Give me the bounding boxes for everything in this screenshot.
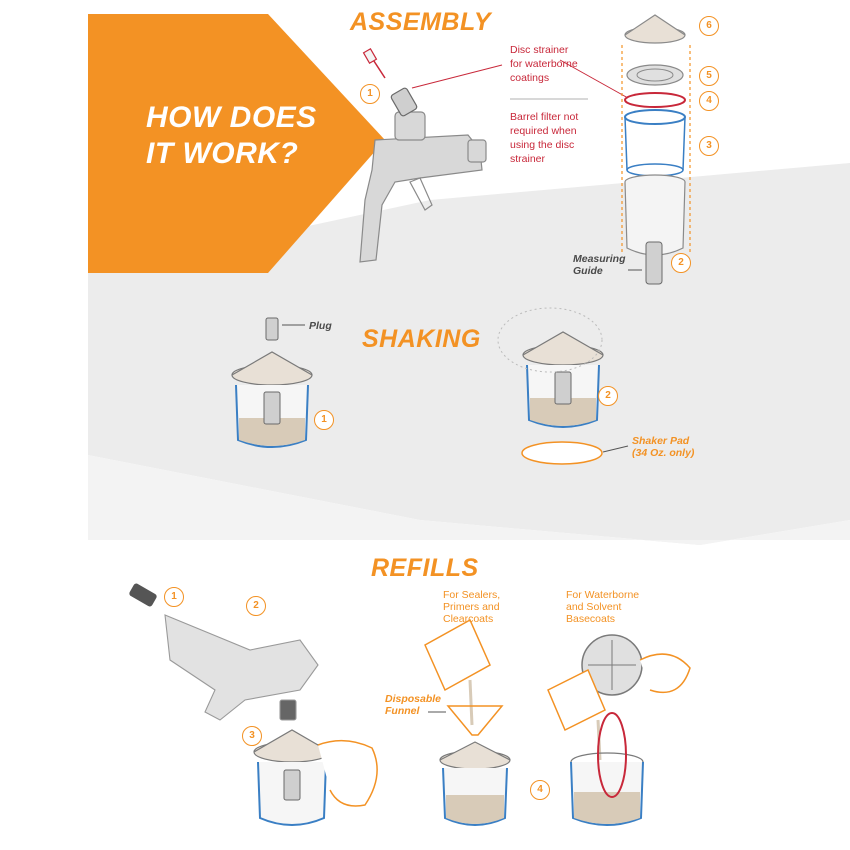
red-pointer-line [411,64,503,89]
shaking-cup-1 [231,351,313,448]
label-sealers: For Sealers, Primers and Clearcoats [443,589,500,625]
assembly-step-2-badge: 2 [671,253,691,273]
refill-nozzle [129,583,157,607]
note-barrel-line-2: required when [510,125,577,137]
waterborne-line-3: Basecoats [566,613,616,625]
section-title-assembly: ASSEMBLY [350,8,492,36]
assembly-step-4-badge: 4 [699,91,719,111]
assembly-step-5-badge: 5 [699,66,719,86]
assembly-step-1-badge: 1 [360,84,380,104]
measuring-line-2: Guide [573,265,603,277]
shaking-plug [265,317,305,341]
note-disc-line-2: for waterborne [510,58,578,70]
hero-title-line-2: IT WORK? [146,137,299,170]
red-pointer-line-2 [559,59,629,99]
section-title-refills: REFILLS [371,554,479,582]
assembly-hard-cup [624,174,686,256]
waterborne-line-2: and Solvent [566,601,622,613]
assembly-blue-liner [624,109,686,177]
assembly-lid [624,14,686,44]
sealers-line-3: Clearcoats [443,613,494,625]
label-waterborne: For Waterborne and Solvent Basecoats [566,589,639,625]
note-barrel-line-4: strainer [510,153,546,165]
adapter-illustration [362,47,418,117]
refill-cup-3 [570,712,644,826]
refills-step-3-badge: 3 [242,726,262,746]
refills-step-1-badge: 1 [164,587,184,607]
assembly-disc-strainer [626,64,684,86]
disposable-funnel [428,705,504,736]
note-disc-line-3: coatings [510,72,550,84]
hero-title-line-1: HOW DOES [146,101,317,134]
refill-pour-can-1 [424,618,491,726]
shaker-pad-line-1: Shaker Pad [632,435,690,447]
refill-gun-illustration [164,614,319,721]
refill-cup-2 [439,741,511,826]
label-shaker-pad: Shaker Pad (34 Oz. only) [632,435,694,459]
spray-gun-illustration [359,111,487,263]
shaking-step-1-badge: 1 [314,410,334,430]
refills-step-2-badge: 2 [246,596,266,616]
shaking-cup-2 [497,307,604,428]
refill-hand-1 [317,739,378,807]
assembly-red-ring [624,92,686,108]
refill-lid-strainer [581,634,691,696]
label-disposable-funnel: Disposable Funnel [385,693,441,717]
waterborne-line-1: For Waterborne [566,589,640,601]
funnel-line-1: Disposable [385,693,442,705]
assembly-step-6-badge: 6 [699,16,719,36]
shaker-pad [521,441,629,465]
refills-step-4-badge: 4 [530,780,550,800]
note-disc-strainer: Disc strainer for waterborne coatings [510,43,578,85]
sealers-line-2: Primers and [443,601,500,613]
note-disc-line-1: Disc strainer [510,44,569,56]
shaker-pad-line-2: (34 Oz. only) [632,447,695,459]
note-barrel-line-1: Barrel filter not [510,111,579,123]
shaking-step-2-badge: 2 [598,386,618,406]
measuring-guide [628,241,663,285]
assembly-step-3-badge: 3 [699,136,719,156]
funnel-line-2: Funnel [385,705,420,717]
sealers-line-1: For Sealers, [443,589,501,601]
measuring-line-1: Measuring [573,253,626,265]
note-barrel-line-3: using the disc [510,139,575,151]
refill-cup-1 [253,729,331,826]
hero-title: HOW DOES IT WORK? [146,100,317,172]
orange-banner [88,14,385,273]
note-barrel-filter: Barrel filter not required when using th… [510,110,578,166]
background-band-bottom [88,455,850,545]
section-title-shaking: SHAKING [362,325,481,353]
assembly-guide-arrows [621,45,691,255]
label-plug: Plug [309,320,332,332]
label-measuring-guide: Measuring Guide [573,253,626,277]
